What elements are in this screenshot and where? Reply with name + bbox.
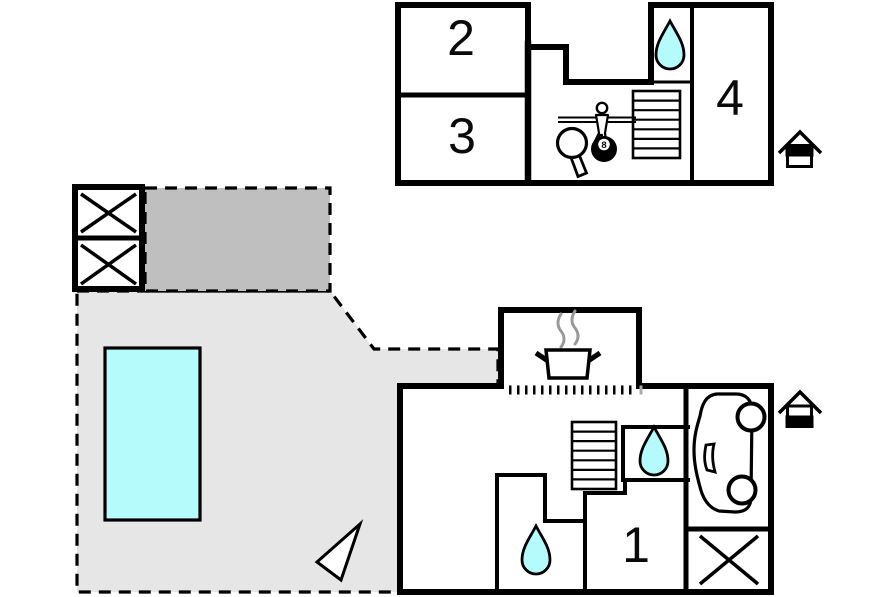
upper-floor-plan: 8 2 3 4 bbox=[395, 2, 774, 186]
upper-floor-indicator-icon bbox=[777, 129, 823, 168]
crossed-storage-boxes bbox=[72, 184, 145, 292]
steam-line bbox=[556, 312, 566, 349]
direction-arrow-icon bbox=[314, 519, 364, 583]
interior-walls bbox=[495, 385, 772, 593]
room-4-label: 4 bbox=[716, 70, 744, 126]
room-1-label: 1 bbox=[622, 517, 650, 573]
stairs-icon bbox=[631, 89, 682, 160]
ground-floor-indicator-icon bbox=[777, 389, 823, 428]
eight-ball-number: 8 bbox=[601, 140, 606, 151]
covered-terrace bbox=[143, 186, 332, 293]
water-drop-icon bbox=[638, 424, 670, 477]
room-3-label: 3 bbox=[448, 108, 476, 164]
table-tennis-paddle-icon bbox=[555, 126, 589, 179]
interior-walls bbox=[395, 3, 694, 185]
stairs-icon bbox=[570, 420, 618, 491]
cross-line bbox=[80, 192, 137, 234]
pool bbox=[103, 346, 202, 522]
lower-floor-plan: 1 bbox=[397, 307, 774, 595]
room-2-label: 2 bbox=[447, 10, 475, 66]
cross-box-icon bbox=[698, 534, 760, 586]
cooking-pot-icon bbox=[534, 309, 602, 380]
water-drop-icon bbox=[520, 523, 552, 576]
steam-line bbox=[570, 309, 580, 346]
outdoor-areas bbox=[72, 184, 500, 594]
cross-line bbox=[79, 243, 138, 286]
eight-ball-icon: 8 bbox=[591, 136, 617, 162]
car-icon bbox=[692, 392, 767, 514]
game-room-icons: 8 bbox=[555, 101, 636, 179]
water-drop-icon bbox=[654, 18, 686, 71]
foosball-player-icon bbox=[558, 101, 636, 143]
